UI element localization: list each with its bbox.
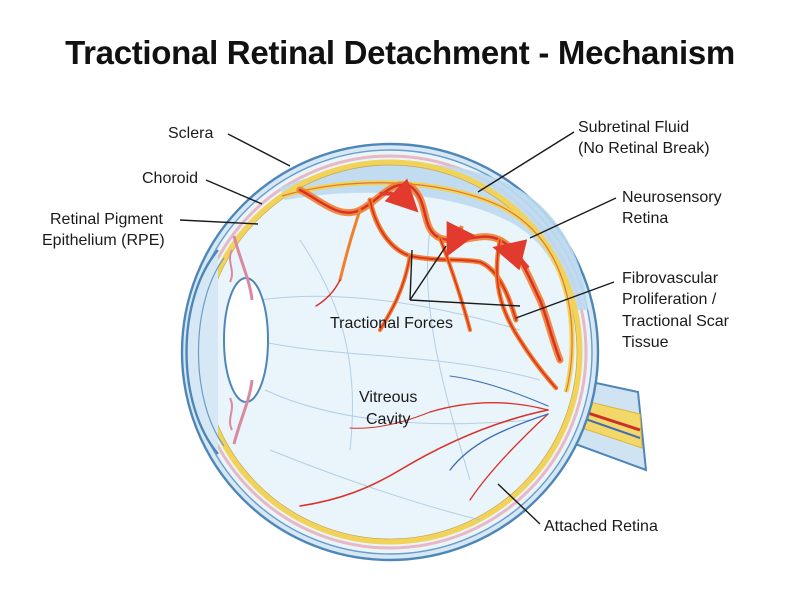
leader-sclera bbox=[227, 133, 291, 167]
label-choroid: Choroid bbox=[142, 170, 198, 187]
label-fibro-4: Tissue bbox=[622, 334, 669, 351]
label-neuro-1: Neurosensory bbox=[622, 189, 722, 206]
leader-traction-3 bbox=[409, 299, 521, 307]
label-fibro-2: Proliferation / bbox=[622, 291, 717, 308]
fibrovascular-tissue bbox=[296, 181, 564, 391]
label-attached: Attached Retina bbox=[544, 518, 658, 535]
leader-attached bbox=[497, 483, 541, 525]
label-fluid-2: (No Retinal Break) bbox=[578, 140, 710, 157]
label-sclera: Sclera bbox=[168, 125, 213, 142]
label-neuro-2: Retina bbox=[622, 210, 668, 227]
anterior-segment bbox=[185, 235, 269, 455]
traction-arrows bbox=[379, 178, 530, 271]
leader-lines bbox=[179, 131, 617, 525]
leader-traction-1 bbox=[409, 249, 413, 301]
label-rpe-1: Retinal Pigment bbox=[50, 211, 164, 228]
leader-choroid bbox=[205, 179, 263, 205]
subretinal-fluid bbox=[280, 162, 588, 310]
page-title: Tractional Retinal Detachment - Mechanis… bbox=[65, 34, 735, 71]
lens bbox=[223, 277, 269, 403]
label-fibro-1: Fibrovascular bbox=[622, 270, 719, 287]
retinal-vessels bbox=[299, 375, 549, 507]
label-rpe-2: Epithelium (RPE) bbox=[42, 232, 165, 249]
label-traction: Tractional Forces bbox=[330, 315, 453, 332]
label-fibro-3: Tractional Scar bbox=[622, 313, 730, 330]
label-fluid-1: Subretinal Fluid bbox=[578, 119, 689, 136]
leader-fibro bbox=[515, 281, 615, 319]
leader-traction-2 bbox=[409, 245, 447, 301]
label-vitreous-2: Cavity bbox=[366, 411, 410, 428]
leader-rpe bbox=[179, 219, 259, 225]
leader-fluid bbox=[477, 131, 575, 193]
leader-neuro bbox=[529, 197, 617, 239]
label-vitreous-1: Vitreous bbox=[359, 389, 417, 406]
